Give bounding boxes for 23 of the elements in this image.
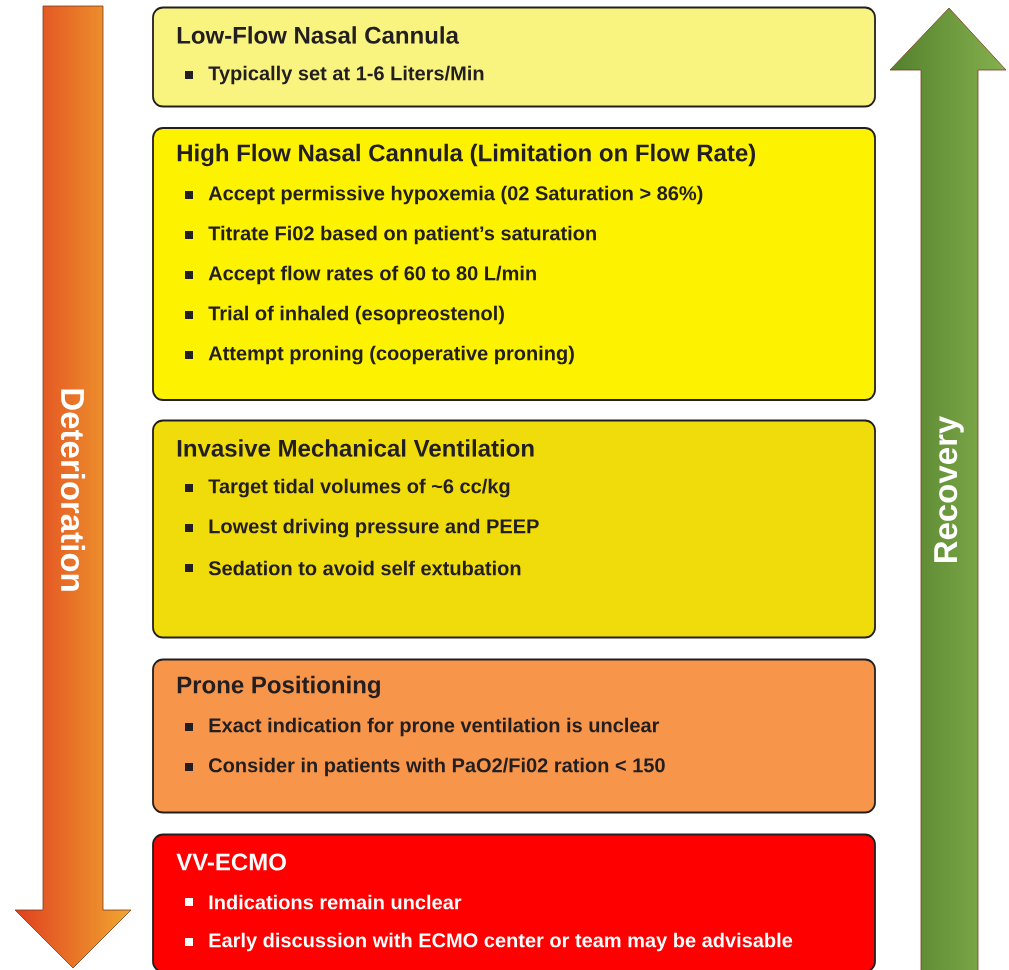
box — [152, 833, 876, 970]
heading: High Flow Nasal Cannula (Limitation on Flow Rate) — [177, 143, 756, 167]
bullet-item: Exact indication for prone ventilation is unclear — [185, 717, 660, 737]
bullet-item: Lowest driving pressure and PEEP — [185, 518, 539, 538]
bullet-item: Sedation to avoid self extubation — [185, 560, 521, 576]
heading: VV-ECMO — [176, 853, 286, 871]
box — [152, 6, 876, 108]
heading: Prone Positioning — [177, 675, 380, 699]
heading: Invasive Mechanical Ventilation — [177, 439, 534, 457]
bullet-item: Titrate Fi02 based on patient’s saturation — [185, 225, 596, 245]
bullet-item: Target tidal volumes of ~6 cc/kg — [185, 478, 510, 498]
bullet-item: Indications remain unclear — [185, 894, 462, 910]
bullet-item: Early discussion with ECMO center or team may be advisable — [185, 932, 793, 952]
bullet-item: Consider in patients with PaO2/Fi02 ration < 150 — [185, 757, 665, 777]
bullet-item: Accept permissive hypoxemia (02 Saturation > 86%) — [185, 185, 703, 205]
box — [152, 419, 876, 639]
bullet-item: Typically set at 1-6 Liters/Min — [185, 65, 484, 85]
box — [152, 127, 876, 401]
bullet-item: Trial of inhaled (esopreostenol) — [185, 305, 504, 325]
bullet-item: Attempt proning (cooperative proning) — [185, 345, 574, 365]
heading: Low-Flow Nasal Cannula — [177, 26, 460, 44]
bullet-item: Accept flow rates of 60 to 80 L/min — [185, 265, 536, 285]
box — [152, 658, 876, 814]
